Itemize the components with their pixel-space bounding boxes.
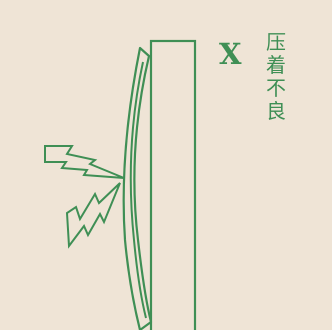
lightning-bolt-icon [44,145,125,179]
lightning-bolt-icon [65,182,121,249]
press-bracket-icon [122,46,153,330]
bracket-inner-line [129,61,147,319]
defect-label: 压着不良 [266,30,286,123]
defect-x-mark: X [219,37,242,71]
plate-rectangle [149,39,197,330]
